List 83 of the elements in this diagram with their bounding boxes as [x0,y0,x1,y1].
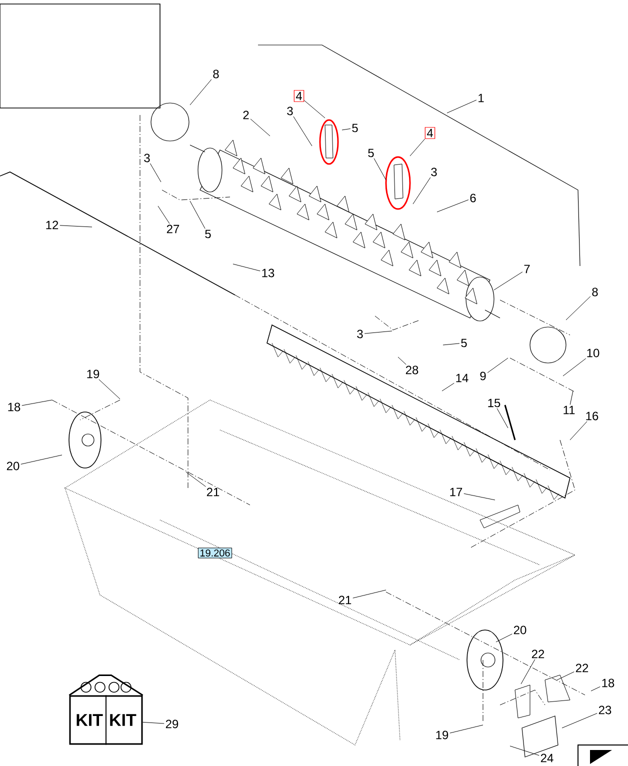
leader-line [364,330,392,334]
callout-number: 8 [592,288,598,296]
leader-line [22,400,52,406]
leader-line [398,356,406,365]
callout-number: 10 [587,348,600,358]
leader-line [142,722,164,724]
leader-line [590,686,600,692]
callout-number: 9 [480,372,486,380]
callout-number: 5 [352,124,358,132]
leader-line [442,343,460,346]
leader-line [570,421,588,440]
callout-number: 8 [213,70,219,78]
callout-number: 22 [576,664,588,672]
leader-line [158,206,170,224]
leader-line [562,713,598,728]
leader-line [304,100,326,118]
leader-line [566,296,591,320]
callout-number: 3 [357,330,363,338]
callout-number: 7 [524,264,530,274]
callout-number: 23 [598,706,612,714]
callout-number: 6 [470,194,476,202]
leader-line [20,454,62,464]
callout-number: 5 [205,230,211,238]
callout-number: 5 [368,148,374,158]
callout-number: 20 [514,626,526,634]
callout-number: 18 [8,402,20,412]
callout-number: 28 [406,366,418,374]
callout-number: 21 [206,488,220,496]
kit-box: KIT KIT [68,674,144,746]
leader-line [186,472,206,487]
callout-number: 3 [287,106,293,116]
leader-line [232,264,260,272]
callout-number: 3 [144,154,150,162]
callout-number: 15 [488,398,500,408]
leader-line [556,672,574,680]
callout-number: 29 [166,720,178,728]
leader-line [436,200,469,212]
callout-number: 20 [6,462,20,470]
leader-line [494,272,523,290]
callout-number: 1 [478,94,484,102]
callout-number: 22 [532,650,544,658]
reference-tag: 19.206 [198,548,232,558]
leader-line [98,379,120,400]
leader-line [562,358,586,376]
leader-line [150,163,162,182]
leader-line [450,724,484,734]
callout-number: 5 [461,338,467,348]
leader-line [412,177,431,204]
leader-line [190,200,206,229]
callout-number: 4 [424,127,436,139]
callout-number: 18 [602,678,614,688]
callout-number: 14 [456,374,468,382]
leader-line [510,746,540,756]
leader-line [410,138,426,156]
callout-number: 17 [450,488,462,496]
empty-box [0,4,160,108]
callout-number: 19 [87,370,100,378]
callout-number: 24 [540,754,554,762]
leader-line [60,225,92,228]
callout-number: 3 [431,168,437,176]
leader-line [250,118,270,136]
leader-line [520,659,536,684]
callout-number: 16 [586,412,598,420]
leader-line [570,390,574,405]
leader-line [293,116,312,146]
callout-number: 21 [338,596,352,604]
leader-line [446,100,477,114]
leader-line [442,382,454,392]
callout-number: 19 [436,730,448,740]
callout-number: 4 [294,90,304,102]
leader-line [374,158,386,180]
leader-line [464,493,496,500]
leader-line [496,634,512,642]
leader-line [496,408,508,428]
leader-line [352,590,386,598]
leader-line [487,358,508,373]
callout-number: 13 [262,268,274,278]
leader-line [190,79,212,106]
callout-number: 27 [166,224,180,234]
callout-number: 11 [564,406,575,414]
leader-line [342,128,351,130]
callout-number: 12 [46,220,58,230]
callout-number: 2 [243,110,249,120]
